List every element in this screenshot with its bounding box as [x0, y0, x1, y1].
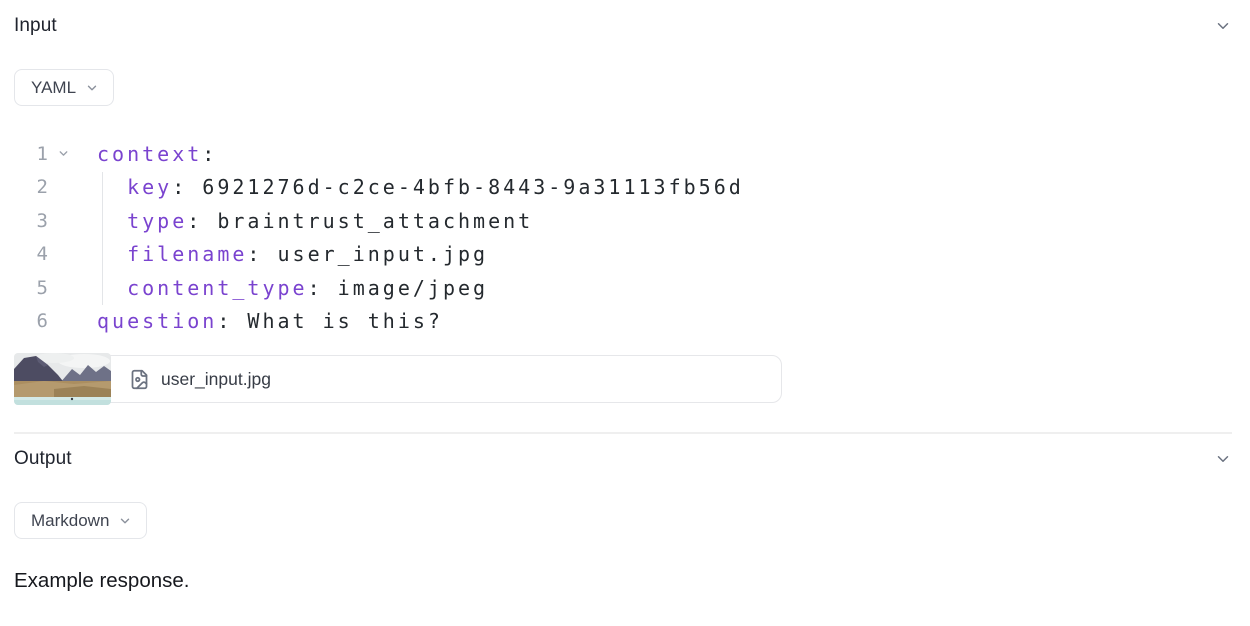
line-number: 2 [36, 176, 48, 199]
code-line: 4 filename: user_input.jpg [14, 238, 1232, 272]
output-format-label: Markdown [31, 510, 110, 530]
line-number: 5 [36, 276, 48, 299]
code-text: context: [97, 142, 217, 166]
yaml-code-editor[interactable]: 1 context: 2 key: 6921276d-c2ce-4bfb-8443-… [14, 137, 1232, 338]
output-section-title: Output [14, 448, 72, 469]
yaml-value: : 6921276d-c2ce-4bfb-8443-9a31113fb56d [172, 175, 744, 200]
code-line: 2 key: 6921276d-c2ce-4bfb-8443-9a31113fb… [14, 171, 1232, 205]
code-line: 3 type: braintrust_attachment [14, 204, 1232, 238]
output-section-header: Output [14, 446, 1232, 472]
line-number: 6 [36, 310, 48, 333]
yaml-value: : braintrust_attachment [187, 208, 534, 233]
output-section: Output Markdown Example response. [14, 446, 1232, 593]
yaml-key: key [97, 175, 173, 200]
yaml-key: context [97, 141, 203, 166]
line-number: 3 [36, 209, 48, 232]
yaml-value: : image/jpeg [307, 275, 489, 300]
yaml-value: : What is this? [217, 309, 443, 334]
input-format-label: YAML [31, 77, 77, 97]
indent-guide [102, 172, 103, 305]
line-number: 1 [36, 142, 48, 165]
input-section-title: Input [14, 15, 57, 36]
yaml-key: content_type [97, 275, 308, 300]
code-text: key: 6921276d-c2ce-4bfb-8443-9a31113fb56… [97, 175, 744, 199]
chevron-down-icon [85, 81, 99, 95]
transcript-panel: Input YAML 1 context: 2 key: 6921276d-c2ce… [14, 13, 1232, 593]
code-line: 1 context: [14, 137, 1232, 171]
attachment-chip[interactable]: user_input.jpg [14, 355, 782, 403]
code-text: filename: user_input.jpg [97, 242, 488, 266]
code-line: 6 question: What is this? [14, 305, 1232, 339]
input-section-header: Input [14, 13, 1232, 39]
attachment-thumbnail-image[interactable] [14, 353, 111, 405]
yaml-key: type [97, 208, 188, 233]
section-divider [14, 432, 1232, 434]
input-collapse-chevron-icon[interactable] [1214, 17, 1232, 35]
output-response-text: Example response. [14, 569, 190, 592]
yaml-key: filename [97, 242, 248, 267]
input-format-dropdown[interactable]: YAML [14, 69, 115, 106]
chevron-down-icon [118, 514, 132, 528]
attachment-filename: user_input.jpg [161, 368, 271, 389]
yaml-value: : [202, 141, 218, 166]
yaml-key: question [97, 309, 218, 334]
code-text: content_type: image/jpeg [97, 276, 488, 300]
fold-chevron-icon[interactable] [48, 147, 97, 160]
code-text: type: braintrust_attachment [97, 209, 533, 233]
line-number: 4 [36, 243, 48, 266]
code-text: question: What is this? [97, 309, 443, 333]
file-image-icon [129, 369, 150, 390]
output-format-dropdown[interactable]: Markdown [14, 502, 148, 539]
code-line: 5 content_type: image/jpeg [14, 271, 1232, 305]
attachment-row: user_input.jpg [14, 353, 782, 405]
yaml-value: : user_input.jpg [247, 242, 489, 267]
code-lines: 1 context: 2 key: 6921276d-c2ce-4bfb-8443-… [14, 137, 1232, 338]
input-section: Input YAML 1 context: 2 key: 6921276d-c2ce… [14, 13, 1232, 405]
output-collapse-chevron-icon[interactable] [1214, 450, 1232, 468]
